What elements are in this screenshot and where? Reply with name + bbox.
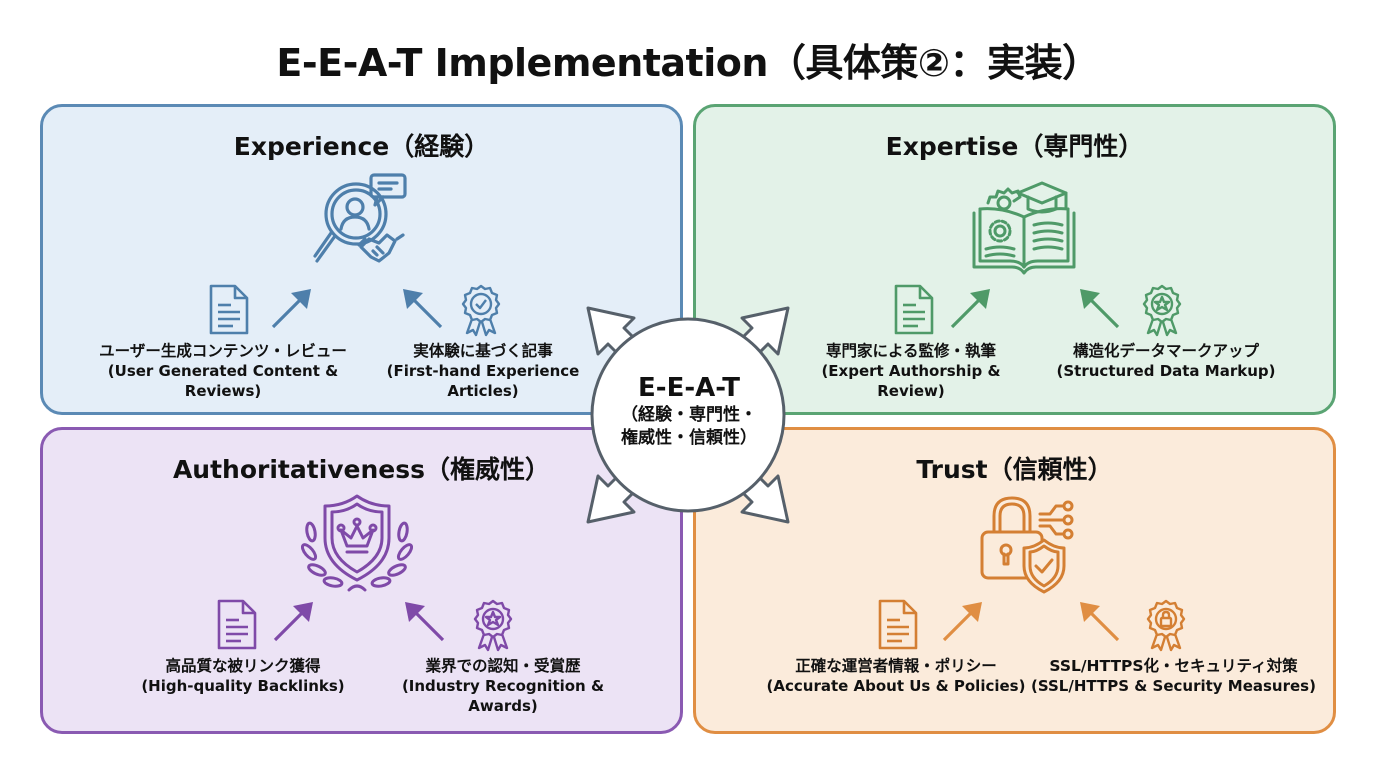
item-label-en: (First-hand Experience: [386, 362, 580, 380]
item-label-ja: 業界での認知・受賞歴: [425, 657, 581, 675]
arrow-up-left-icon: [403, 289, 443, 329]
document-icon: [209, 284, 249, 335]
arrow-up-right-icon: [271, 289, 311, 329]
item-label-ja: 高品質な被リンク獲得: [165, 657, 321, 675]
quadrant-authoritativeness: Authoritativeness（権威性） 高品: [40, 427, 683, 734]
item-label-ja: 正確な運営者情報・ポリシー: [795, 657, 997, 675]
document-icon: [878, 599, 918, 650]
center-subtitle-line2: 権威性・信頼性）: [621, 428, 757, 448]
list-item: SSL/HTTPS化・セキュリティ対策 (SSL/HTTPS & Securit…: [1031, 656, 1316, 696]
item-label-ja: 専門家による監修・執筆: [825, 342, 997, 360]
award-star-badge-icon: [473, 599, 513, 652]
item-label-en: (Accurate About Us & Policies): [766, 677, 1026, 695]
arrow-up-right-icon: [950, 289, 990, 329]
item-label-en: (Expert Authorship &: [821, 362, 1001, 380]
list-item: ユーザー生成コンテンツ・レビュー (User Generated Content…: [73, 341, 373, 401]
arrow-up-left-icon: [1080, 602, 1120, 642]
list-item: 高品質な被リンク獲得 (High-quality Backlinks): [123, 656, 363, 696]
padlock-shield-check-icon: [980, 496, 1074, 594]
eeat-hub-icon: [586, 306, 790, 524]
arrow-up-right-icon: [942, 602, 982, 642]
quadrant-title: Authoritativeness（権威性）: [172, 455, 551, 484]
quadrant-expertise: Expertise（専門性） 専門家による監修・執: [693, 104, 1336, 415]
item-label-ja: ユーザー生成コンテンツ・レビュー: [99, 342, 347, 360]
list-item: 業界での認知・受賞歴 (Industry Recognition & Award…: [383, 656, 623, 716]
item-label-ja: SSL/HTTPS化・セキュリティ対策: [1049, 657, 1298, 675]
book-gear-graduation-cap-icon: [972, 181, 1076, 275]
item-label-en-cont: Review): [877, 382, 945, 400]
item-label-en: (Structured Data Markup): [1056, 362, 1276, 380]
document-icon: [894, 284, 934, 335]
shield-crown-laurel-icon: [301, 494, 413, 592]
award-star-badge-icon: [1142, 284, 1182, 337]
page-title: E-E-A-T Implementation（具体策②：実装）: [276, 41, 1100, 85]
quadrant-title: Trust（信頼性）: [916, 455, 1113, 484]
item-label-ja: 実体験に基づく記事: [413, 342, 553, 360]
quadrant-trust: Trust（信頼性） 正確な運営者情報・ポリシー (Accur: [693, 427, 1336, 734]
item-label-en-cont: Articles): [447, 382, 519, 400]
item-label-en: (User Generated Content &: [107, 362, 339, 380]
award-lock-badge-icon: [1146, 599, 1186, 652]
arrow-up-left-icon: [1080, 289, 1120, 329]
list-item: 正確な運営者情報・ポリシー (Accurate About Us & Polic…: [766, 656, 1026, 696]
award-check-badge-icon: [461, 284, 501, 337]
item-label-en: (Industry Recognition &: [401, 677, 605, 695]
center-subtitle-line1: （経験・専門性・: [621, 405, 757, 425]
document-icon: [217, 599, 257, 650]
item-label-en: (SSL/HTTPS & Security Measures): [1031, 677, 1316, 695]
magnifier-person-handshake-icon: [313, 173, 407, 263]
arrow-up-left-icon: [405, 602, 445, 642]
quadrant-experience: Experience（経験） ユーザー生成コンテンツ・レビュ: [40, 104, 683, 415]
item-label-en: (High-quality Backlinks): [141, 677, 345, 695]
quadrant-title: Expertise（専門性）: [885, 132, 1144, 161]
list-item: 専門家による監修・執筆 (Expert Authorship & Review): [796, 341, 1026, 401]
arrow-up-right-icon: [273, 602, 313, 642]
list-item: 実体験に基づく記事 (First-hand Experience Article…: [373, 341, 593, 401]
item-label-ja: 構造化データマークアップ: [1072, 342, 1259, 360]
item-label-en-cont: Reviews): [184, 382, 262, 400]
item-label-en-cont: Awards): [468, 697, 538, 715]
quadrant-title: Experience（経験）: [233, 132, 490, 161]
center-heading: E-E-A-T: [638, 373, 740, 403]
eeat-center-label: E-E-A-T （経験・専門性・ 権威性・信頼性）: [589, 372, 789, 450]
list-item: 構造化データマークアップ (Structured Data Markup): [1046, 341, 1286, 381]
